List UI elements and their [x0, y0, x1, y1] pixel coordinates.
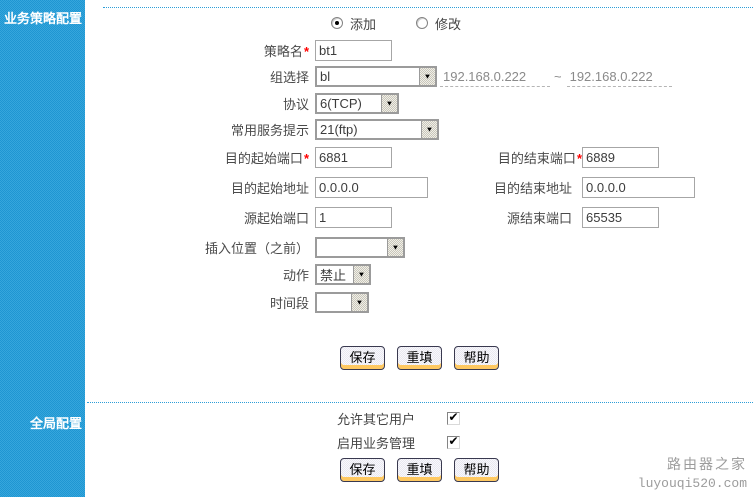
protocol-value: 6(TCP): [320, 96, 362, 111]
insert-position-row: 插入位置（之前） ▼: [85, 237, 753, 258]
src-end-port-label: 源结束端口: [506, 211, 572, 226]
checkmark-icon: ✔: [448, 434, 459, 448]
dst-end-port-label: 目的结束端口*: [497, 151, 582, 166]
watermark-site-url: luyouqi520.com: [637, 476, 747, 491]
dst-end-addr-label: 目的结束地址: [494, 181, 573, 196]
dst-addr-row: 目的起始地址 目的结束地址: [85, 177, 753, 198]
chevron-down-icon[interactable]: ▼: [381, 95, 397, 112]
sidebar: 业务策略配置 全局配置: [0, 0, 85, 497]
global-reset-button[interactable]: 重填: [397, 458, 442, 482]
add-radio-label: 添加: [350, 16, 377, 32]
time-range-row: 时间段 ▼: [85, 292, 753, 313]
sidebar-global-section-title: 全局配置: [29, 416, 82, 431]
required-mark: *: [576, 151, 582, 166]
insert-position-label: 插入位置（之前）: [204, 241, 309, 256]
dst-port-row: 目的起始端口* 目的结束端口*: [85, 147, 753, 168]
chevron-down-icon[interactable]: ▼: [353, 266, 369, 283]
common-service-dropdown[interactable]: 21(ftp) ▼: [315, 119, 439, 140]
action-value: 禁止: [320, 268, 347, 283]
dst-start-port-label: 目的起始端口*: [224, 151, 309, 166]
common-service-row: 常用服务提示 21(ftp) ▼: [85, 119, 753, 140]
group-select-value: bl: [320, 69, 331, 84]
dst-start-addr-label: 目的起始地址: [230, 181, 309, 196]
required-mark: *: [303, 44, 309, 59]
chevron-down-icon[interactable]: ▼: [421, 121, 437, 138]
dst-end-addr-input[interactable]: [582, 177, 696, 198]
action-row: 动作 禁止 ▼: [85, 264, 753, 285]
group-select-label: 组选择: [269, 70, 309, 85]
global-help-button[interactable]: 帮助: [454, 458, 499, 482]
mode-radio-row: 添加 修改: [331, 15, 753, 32]
allow-other-users-checkbox[interactable]: ✔: [447, 410, 460, 425]
enable-service-mgmt-label: 启用业务管理: [337, 435, 416, 451]
src-start-port-label: 源起始端口: [243, 211, 309, 226]
group-select-row: 组选择 bl ▼ 192.168.0.222 ~ 192.168.0.222: [85, 66, 753, 87]
protocol-label: 协议: [282, 97, 309, 112]
time-range-dropdown[interactable]: ▼: [315, 292, 369, 313]
allow-other-users-label: 允许其它用户: [337, 411, 416, 427]
src-start-port-input[interactable]: [315, 207, 392, 228]
protocol-row: 协议 6(TCP) ▼: [85, 93, 753, 114]
chevron-down-icon[interactable]: ▼: [387, 239, 403, 256]
insert-position-dropdown[interactable]: ▼: [315, 237, 405, 258]
watermark-site-name: 路由器之家: [667, 456, 747, 472]
group-ip-end: 192.168.0.222: [566, 67, 672, 87]
dst-start-addr-input[interactable]: [315, 177, 428, 198]
chevron-down-icon[interactable]: ▼: [351, 294, 367, 311]
global-section-divider: [87, 402, 753, 403]
sidebar-policy-section-title: 业务策略配置: [3, 11, 82, 26]
action-label: 动作: [282, 268, 309, 283]
protocol-dropdown[interactable]: 6(TCP) ▼: [315, 93, 399, 114]
watermark: 路由器之家 luyouqi520.com: [638, 454, 747, 491]
src-port-row: 源起始端口 源结束端口: [85, 207, 753, 228]
common-service-label: 常用服务提示: [230, 123, 309, 138]
add-radio[interactable]: [331, 17, 343, 29]
main-content: 添加 修改 策略名* 组选择 bl ▼ 192.168.0.222 ~ 192.…: [85, 0, 753, 497]
common-service-value: 21(ftp): [320, 122, 358, 137]
src-end-port-input[interactable]: [582, 207, 659, 228]
enable-service-mgmt-checkbox[interactable]: ✔: [447, 434, 460, 449]
chevron-down-icon[interactable]: ▼: [419, 68, 435, 85]
modify-radio-label: 修改: [435, 16, 462, 32]
save-button[interactable]: 保存: [340, 346, 385, 370]
enable-service-mgmt-row: 启用业务管理 ✔: [337, 434, 753, 451]
time-range-label: 时间段: [269, 296, 309, 311]
action-dropdown[interactable]: 禁止 ▼: [315, 264, 371, 285]
global-save-button[interactable]: 保存: [340, 458, 385, 482]
allow-other-users-row: 允许其它用户 ✔: [337, 410, 753, 427]
help-button[interactable]: 帮助: [454, 346, 499, 370]
dst-end-port-input[interactable]: [582, 147, 659, 168]
required-mark: *: [303, 151, 309, 166]
reset-button[interactable]: 重填: [397, 346, 442, 370]
policy-name-label: 策略名*: [263, 44, 309, 59]
group-ip-start: 192.168.0.222: [440, 67, 550, 87]
policy-name-input[interactable]: [315, 40, 392, 61]
top-section-divider: [103, 7, 753, 8]
modify-radio[interactable]: [416, 17, 429, 29]
checkmark-icon: ✔: [448, 410, 459, 424]
ip-range-separator: ~: [554, 69, 562, 84]
global-buttons-row: 保存 重填 帮助: [340, 458, 753, 482]
policy-name-row: 策略名*: [85, 40, 753, 61]
group-select-dropdown[interactable]: bl ▼: [315, 66, 437, 87]
policy-buttons-row: 保存 重填 帮助: [340, 346, 753, 370]
dst-start-port-input[interactable]: [315, 147, 392, 168]
